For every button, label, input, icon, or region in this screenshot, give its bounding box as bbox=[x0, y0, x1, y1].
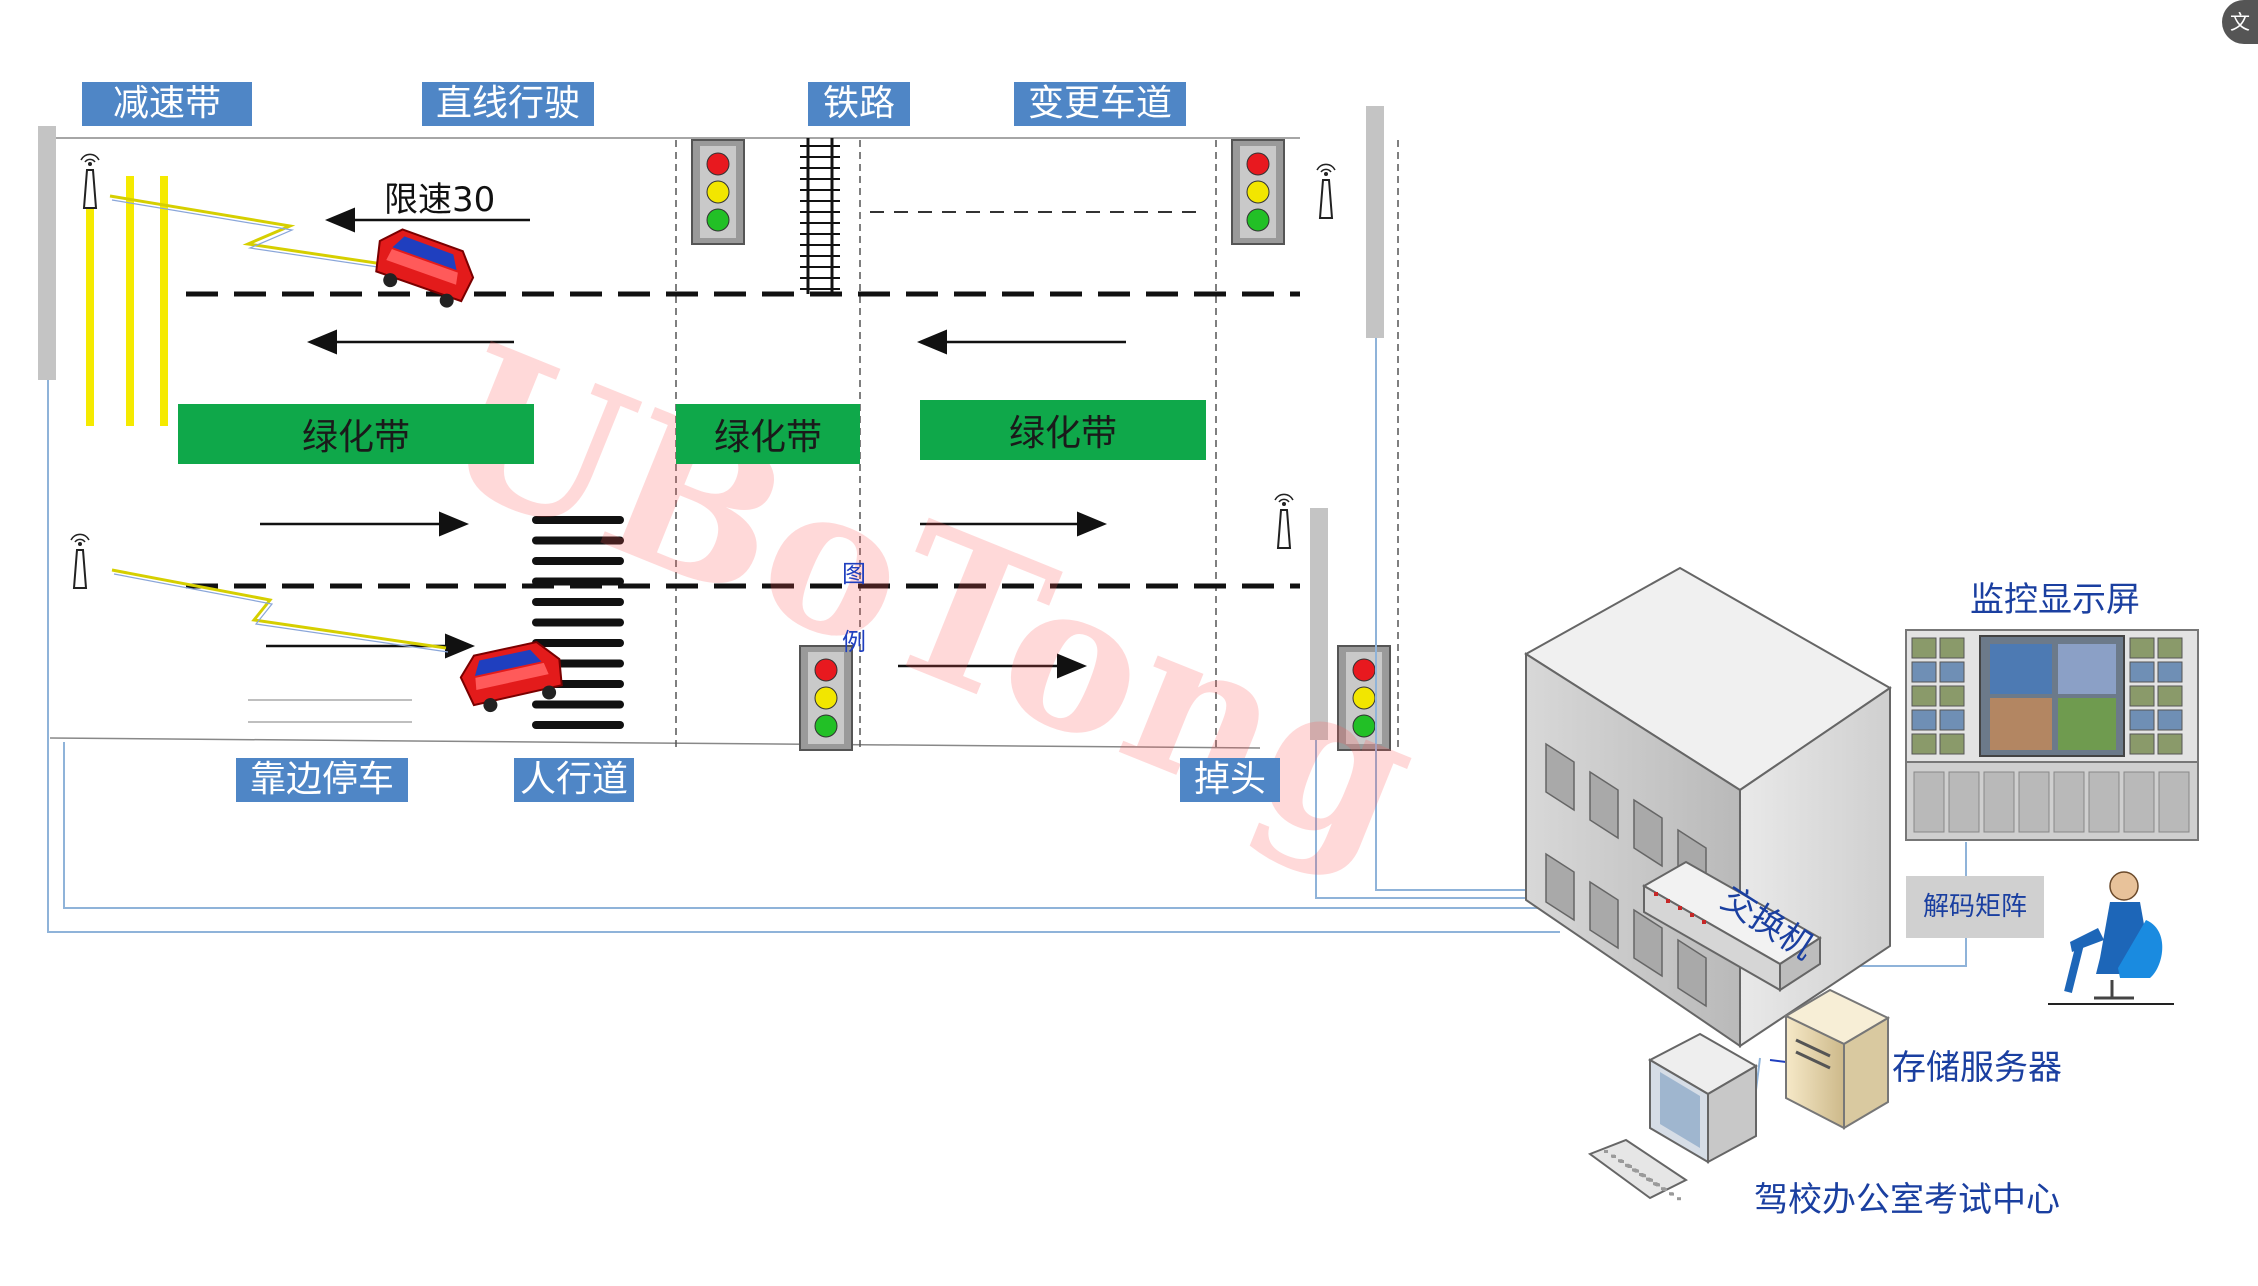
computer-icon bbox=[1647, 1032, 1758, 1164]
exam-center-label: 驾校办公室考试中心 bbox=[1754, 1180, 2060, 1220]
speed-limit-sign: 限速30 bbox=[384, 180, 496, 220]
roadside-pole-right-bottom bbox=[1310, 508, 1328, 740]
antenna-icon bbox=[1316, 163, 1336, 219]
tag-u-turn: 掉头 bbox=[1180, 758, 1280, 802]
traffic-light-icon bbox=[691, 139, 745, 245]
traffic-light-icon bbox=[799, 645, 853, 751]
legend-char: 图 bbox=[842, 560, 866, 588]
antenna-icon bbox=[1274, 493, 1294, 549]
cable bbox=[63, 742, 1640, 909]
roadside-pole-left bbox=[38, 126, 56, 380]
road-bottom-edge bbox=[49, 737, 1261, 749]
cable bbox=[47, 380, 1560, 933]
tag-lane-change: 变更车道 bbox=[1014, 82, 1186, 126]
tag-speed-bump: 减速带 bbox=[82, 82, 252, 126]
lightning-icon bbox=[111, 199, 399, 271]
tag-railway: 铁路 bbox=[808, 82, 910, 126]
monitor-screen-label: 监控显示屏 bbox=[1970, 580, 2140, 620]
keyboard-icon bbox=[1587, 1138, 1688, 1201]
storage-server-label: 存储服务器 bbox=[1892, 1048, 2062, 1088]
server-icon bbox=[1783, 988, 1891, 1130]
railway-track bbox=[800, 138, 840, 294]
car-icon bbox=[375, 228, 475, 308]
tag-straight-drive: 直线行驶 bbox=[422, 82, 594, 126]
network-switch-icon bbox=[1641, 860, 1822, 992]
green-belt: 绿化带 bbox=[920, 400, 1206, 460]
lightning-icon bbox=[111, 568, 447, 650]
green-belt: 绿化带 bbox=[676, 404, 860, 464]
cable bbox=[1769, 1059, 1787, 1063]
tag-pull-over: 靠边停车 bbox=[236, 758, 408, 802]
translate-badge-icon[interactable]: 文 bbox=[2222, 0, 2258, 44]
tag-crosswalk: 人行道 bbox=[514, 758, 634, 802]
lightning-icon bbox=[113, 573, 449, 653]
traffic-light-icon bbox=[1337, 645, 1391, 751]
building-icon bbox=[1524, 566, 1892, 1048]
lightning-icon bbox=[109, 194, 397, 268]
car-icon bbox=[459, 640, 563, 713]
traffic-light-icon bbox=[1231, 139, 1285, 245]
antenna-icon bbox=[70, 533, 90, 589]
antenna-icon bbox=[80, 153, 100, 209]
decoder-matrix-box: 解码矩阵 bbox=[1906, 876, 2044, 938]
legend-char: 例 bbox=[842, 628, 866, 656]
roadside-pole-right-top bbox=[1366, 106, 1384, 338]
video-wall-icon bbox=[1905, 629, 2199, 841]
green-belt: 绿化带 bbox=[178, 404, 534, 464]
road-layout bbox=[38, 106, 1399, 751]
operator-icon bbox=[2048, 871, 2174, 1005]
